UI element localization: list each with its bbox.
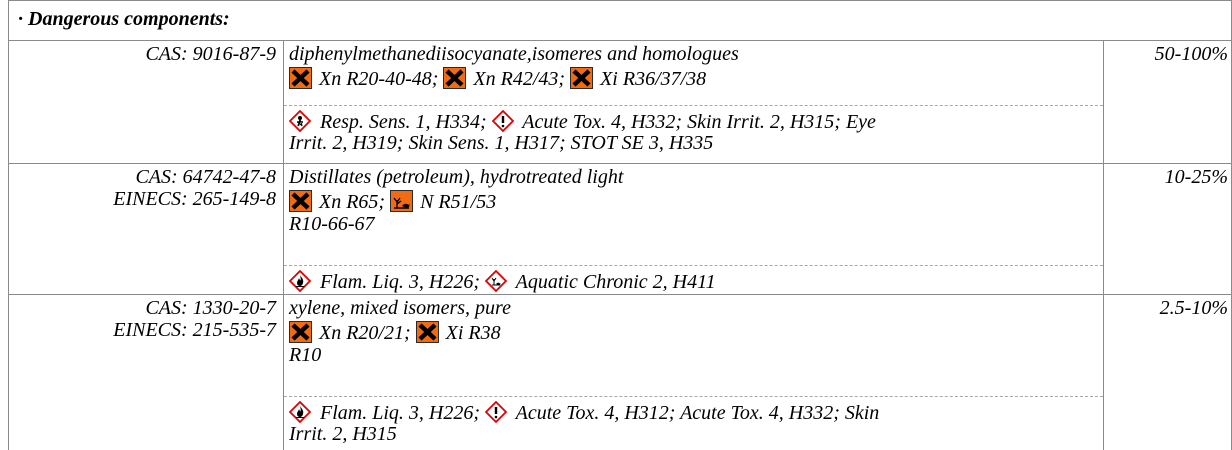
dsd-item: Xn R20-40-48; bbox=[319, 68, 439, 90]
clp-classification: Flam. Liq. 3, H226; Acute Tox. 4, H312; … bbox=[289, 401, 879, 424]
cas-number: CAS: 1330-20-7 bbox=[145, 297, 276, 319]
clp-classification-continued: Irrit. 2, H315 bbox=[289, 423, 397, 445]
identifier-cell: CAS: 64742-47-8 EINECS: 265-149-8 bbox=[8, 166, 276, 210]
dsd-item: Xi R38 bbox=[445, 322, 501, 344]
substance-name: xylene, mixed isomers, pure bbox=[289, 297, 511, 319]
concentration: 50-100% bbox=[1154, 43, 1228, 65]
dsd-item: Xn R20/21; bbox=[319, 322, 411, 344]
cas-number: CAS: 64742-47-8 bbox=[135, 166, 276, 188]
clp-classification: Resp. Sens. 1, H334; Acute Tox. 4, H332;… bbox=[289, 110, 876, 133]
health-hazard-icon bbox=[289, 110, 311, 132]
dsd-risk-phrases: R10 bbox=[289, 344, 322, 366]
flame-icon bbox=[289, 401, 311, 423]
environment-hazard-icon bbox=[390, 190, 414, 212]
dsd-classification: Xn R65; N R51/53 bbox=[289, 190, 496, 213]
environment-icon bbox=[485, 270, 507, 292]
dsd-risk-phrases: R10-66-67 bbox=[289, 213, 375, 235]
harmful-cross-icon bbox=[289, 67, 312, 89]
einecs-number: EINECS: 265-149-8 bbox=[113, 188, 276, 210]
dsd-item: Xi R36/37/38 bbox=[600, 68, 707, 90]
harmful-cross-icon bbox=[443, 67, 467, 89]
clp-item: Flam. Liq. 3, H226; bbox=[320, 271, 480, 293]
identifier-cell: CAS: 9016-87-9 bbox=[8, 43, 276, 65]
clp-classification: Flam. Liq. 3, H226; Aquatic Chronic 2, H… bbox=[289, 270, 716, 293]
harmful-cross-icon bbox=[289, 190, 312, 212]
irritant-cross-icon bbox=[415, 321, 439, 343]
dsd-classification: Xn R20/21; Xi R38 bbox=[289, 321, 501, 344]
concentration: 2.5-10% bbox=[1159, 297, 1228, 319]
substance-name: Distillates (petroleum), hydrotreated li… bbox=[289, 166, 624, 188]
harmful-cross-icon bbox=[289, 321, 312, 343]
dsd-classification: Xn R20-40-48; Xn R42/43; Xi R36/37/38 bbox=[289, 67, 706, 90]
substance-name: diphenylmethanediisocyanate,isomeres and… bbox=[289, 43, 739, 65]
section-heading: · Dangerous components: bbox=[18, 8, 230, 30]
clp-item: Acute Tox. 4, H332; Skin Irrit. 2, H315;… bbox=[522, 111, 876, 133]
flame-icon bbox=[289, 270, 311, 292]
exclamation-mark-icon bbox=[491, 110, 514, 132]
einecs-number: EINECS: 215-535-7 bbox=[113, 319, 276, 341]
dsd-item: Xn R42/43; bbox=[473, 68, 566, 90]
exclamation-mark-icon bbox=[485, 401, 507, 423]
clp-item: Flam. Liq. 3, H226; bbox=[320, 402, 480, 424]
clp-item: Aquatic Chronic 2, H411 bbox=[515, 271, 716, 293]
dangerous-components-table: · Dangerous components: CAS: 9016-87-9 d… bbox=[8, 0, 1232, 450]
concentration: 10-25% bbox=[1164, 166, 1228, 188]
dsd-item: N R51/53 bbox=[420, 191, 497, 213]
identifier-cell: CAS: 1330-20-7 EINECS: 215-535-7 bbox=[8, 297, 276, 341]
irritant-cross-icon bbox=[570, 67, 594, 89]
cas-number: CAS: 9016-87-9 bbox=[145, 43, 276, 65]
clp-item: Resp. Sens. 1, H334; bbox=[320, 111, 487, 133]
clp-classification-continued: Irrit. 2, H319; Skin Sens. 1, H317; STOT… bbox=[289, 132, 714, 154]
clp-item: Acute Tox. 4, H312; Acute Tox. 4, H332; … bbox=[515, 402, 880, 424]
dsd-item: Xn R65; bbox=[319, 191, 386, 213]
